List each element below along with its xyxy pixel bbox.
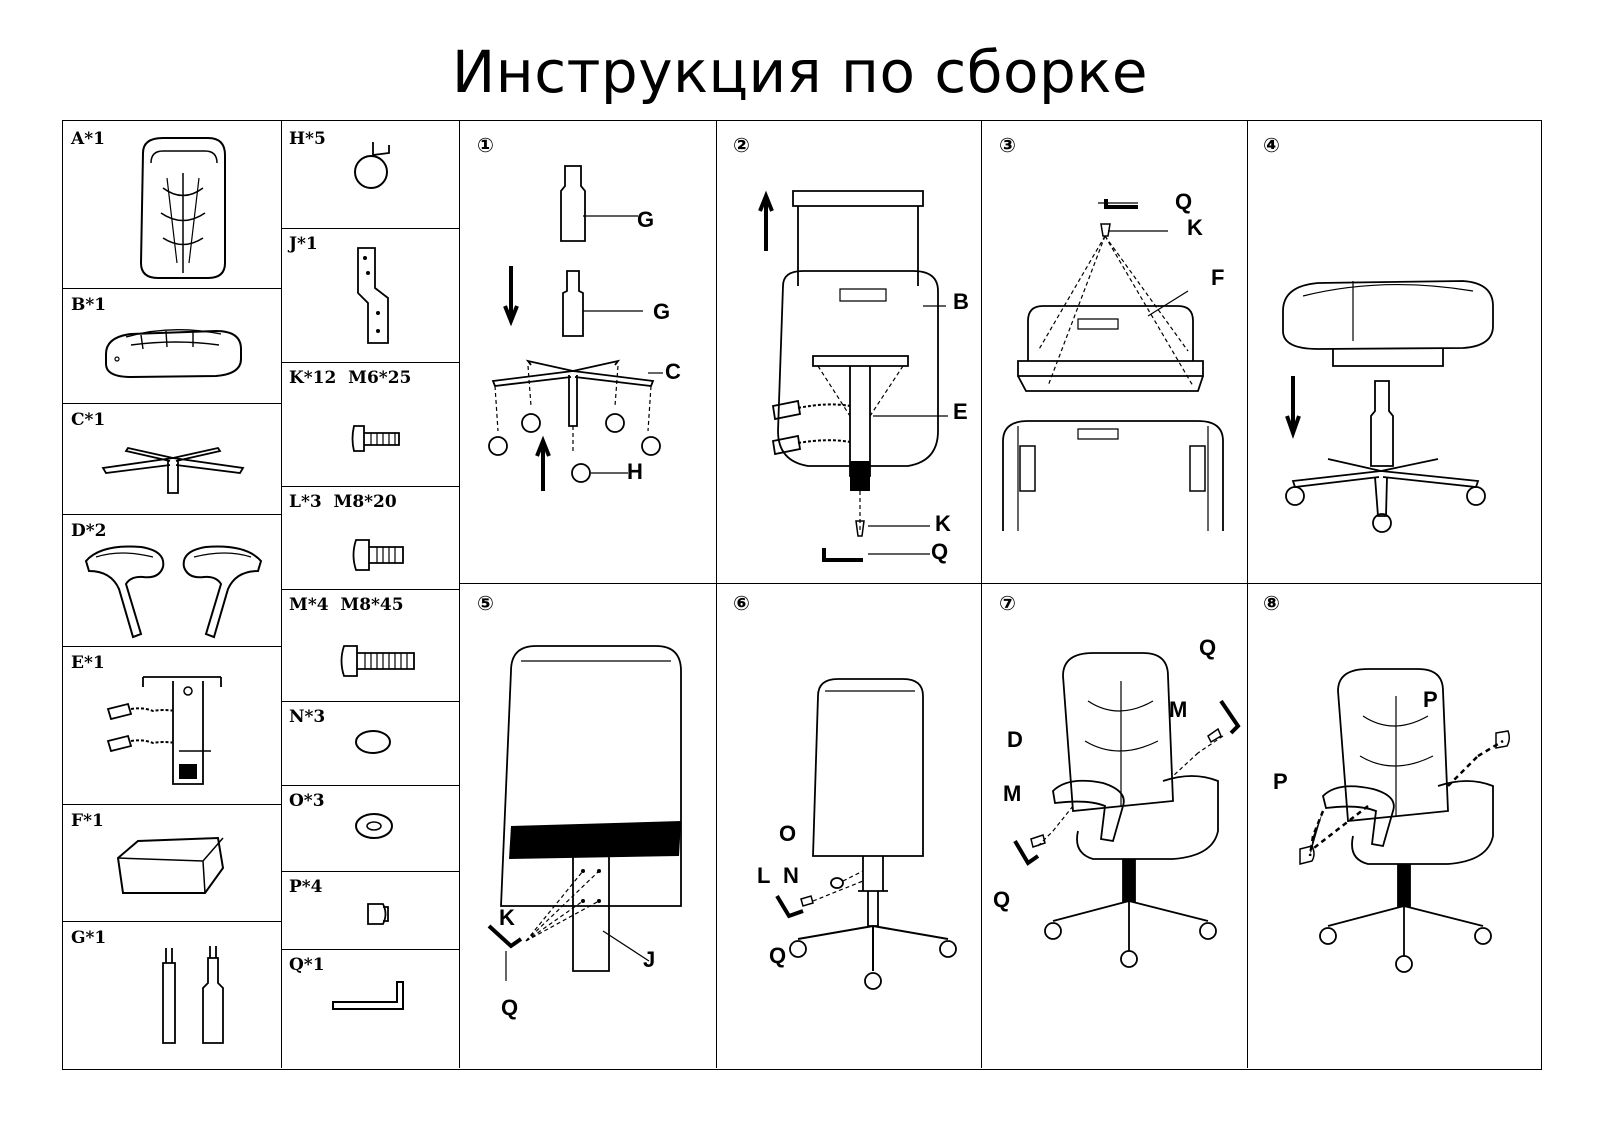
step-number-6: ⑥ <box>733 591 750 615</box>
step-6-callout-o: O <box>779 821 797 846</box>
bolt-short-icon <box>349 421 409 456</box>
divider <box>281 362 459 363</box>
star-base-icon <box>98 433 248 503</box>
bracket-plate-icon <box>353 243 393 348</box>
divider <box>716 121 717 1068</box>
divider <box>281 486 459 487</box>
step-8-caps-illustration <box>1278 661 1528 981</box>
part-label-p: P*4 <box>289 877 323 897</box>
part-label-k: K*12 M6*25 <box>289 368 412 388</box>
step-1-callout-h: H <box>627 459 643 484</box>
spring-washer-icon <box>353 727 393 757</box>
divider <box>459 583 1541 584</box>
divider <box>459 121 460 1068</box>
step-7-callout-d: D <box>1007 727 1023 752</box>
part-label-n: N*3 <box>289 707 326 727</box>
step-3-callout-k: K <box>1187 215 1203 240</box>
cap-plug-icon <box>363 899 393 929</box>
part-label-j: J*1 <box>289 234 318 254</box>
step-4-footrest-on-base-illustration <box>1273 271 1503 531</box>
step-3-footrest-illustration <box>998 191 1233 531</box>
step-8-callout-p-top: P <box>1423 687 1438 712</box>
seat-cushion-icon <box>101 319 246 384</box>
part-label-c: C*1 <box>71 410 106 430</box>
armrests-icon <box>81 539 266 644</box>
step-5-backrest-bracket-illustration <box>481 631 711 1031</box>
backrest-icon <box>133 133 233 283</box>
step-7-callout-q-top: Q <box>1199 635 1217 660</box>
divider <box>281 871 459 872</box>
divider <box>281 701 459 702</box>
instruction-sheet: A*1 B*1 C*1 D*2 E*1 F*1 G*1 H*5 J*1 K*12… <box>62 120 1542 1070</box>
step-7-callout-m-top: M <box>1169 697 1188 722</box>
step-2-callout-k: K <box>935 511 951 536</box>
bolt-medium-icon <box>351 535 411 575</box>
divider <box>281 228 459 229</box>
step-number-3: ③ <box>999 133 1016 157</box>
divider <box>63 646 281 647</box>
step-1-callout-g-top: G <box>637 207 655 232</box>
part-label-b: B*1 <box>71 295 107 315</box>
part-label-g: G*1 <box>71 928 107 948</box>
divider <box>63 288 281 289</box>
step-number-7: ⑦ <box>999 591 1016 615</box>
step-6-callout-q: Q <box>769 943 787 968</box>
part-label-d: D*2 <box>71 521 107 541</box>
step-number-5: ⑤ <box>477 591 494 615</box>
step-1-callout-g-bottom: G <box>653 299 671 324</box>
divider <box>281 121 282 1068</box>
footrest-pad-icon <box>113 833 228 903</box>
step-5-callout-q: Q <box>501 995 519 1020</box>
bolt-long-icon <box>339 641 419 681</box>
divider <box>1247 121 1248 1068</box>
divider <box>63 514 281 515</box>
step-3-callout-q: Q <box>1175 189 1193 214</box>
step-7-callout-q-bottom: Q <box>993 887 1011 912</box>
step-7-armrest-illustration <box>993 641 1243 981</box>
part-label-q: Q*1 <box>289 955 325 975</box>
step-6-backrest-attach-illustration <box>763 671 963 1001</box>
hex-key-icon <box>331 977 411 1017</box>
step-2-callout-e: E <box>953 399 968 424</box>
step-1-base-assembly-illustration <box>483 161 703 491</box>
step-number-8: ⑧ <box>1263 591 1280 615</box>
caster-icon <box>351 137 401 192</box>
part-label-f: F*1 <box>71 811 104 831</box>
divider <box>63 804 281 805</box>
step-7-callout-m-bottom: M <box>1003 781 1022 806</box>
divider <box>281 785 459 786</box>
part-label-m: M*4 M8*45 <box>289 595 404 615</box>
part-label-h: H*5 <box>289 129 326 149</box>
gas-lift-icon <box>153 946 233 1053</box>
page-title: Инструкция по сборке <box>451 38 1149 106</box>
step-1-callout-c: C <box>665 359 681 384</box>
step-3-callout-f: F <box>1211 265 1225 290</box>
step-6-callout-l: L <box>757 863 771 888</box>
step-number-4: ④ <box>1263 133 1280 157</box>
step-2-callout-q: Q <box>931 539 949 564</box>
part-label-o: O*3 <box>289 791 325 811</box>
divider <box>981 121 982 1068</box>
tilt-mechanism-icon <box>103 669 248 794</box>
flat-washer-icon <box>353 811 395 841</box>
step-8-callout-p-bottom: P <box>1273 769 1288 794</box>
divider <box>281 589 459 590</box>
divider <box>281 949 459 950</box>
part-label-l: L*3 M8*20 <box>289 492 397 512</box>
divider <box>63 921 281 922</box>
step-number-2: ② <box>733 133 750 157</box>
part-label-a: A*1 <box>71 129 105 149</box>
step-number-1: ① <box>477 133 494 157</box>
part-label-e: E*1 <box>71 653 105 673</box>
step-2-callout-b: B <box>953 289 969 314</box>
step-2-seat-mechanism-illustration <box>758 176 948 566</box>
step-6-callout-n: N <box>783 863 799 888</box>
step-5-callout-k: K <box>499 905 515 930</box>
divider <box>63 403 281 404</box>
step-5-callout-j: J <box>643 947 656 972</box>
